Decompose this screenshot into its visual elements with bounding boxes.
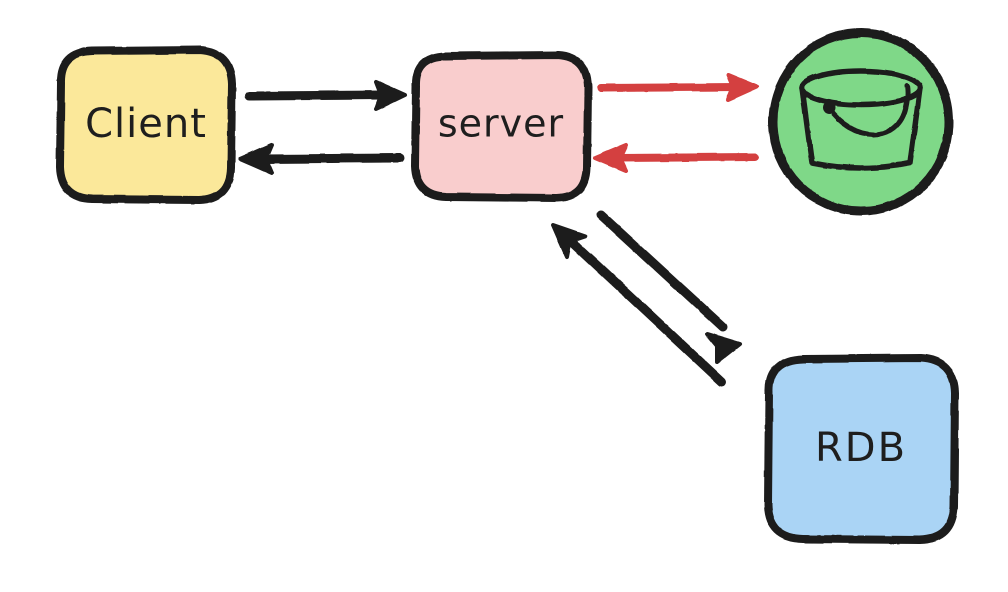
- node-server[interactable]: server: [411, 51, 592, 202]
- edge-client-to-server[interactable]: [244, 80, 407, 111]
- edge-line: [597, 83, 744, 92]
- edge-line: [596, 210, 728, 332]
- rdb-label: RDB: [815, 425, 907, 471]
- edge-server-to-client[interactable]: [238, 143, 405, 175]
- edge-rdb-to-server[interactable]: [551, 223, 727, 387]
- rdb-box-shape: [764, 354, 959, 544]
- arrowhead-right: [374, 80, 407, 111]
- arrowhead-left: [238, 143, 274, 175]
- arrowhead-down-right: [705, 332, 742, 364]
- server-box-shape: [411, 51, 592, 202]
- edge-server-to-bucket[interactable]: [597, 73, 759, 102]
- node-client[interactable]: Client: [56, 46, 236, 204]
- edge-line: [244, 90, 397, 101]
- server-label: server: [438, 102, 564, 146]
- node-rdb[interactable]: RDB: [764, 354, 959, 544]
- bucket-circle-shape: [768, 28, 954, 216]
- client-label: Client: [85, 101, 207, 147]
- bucket-icon: [799, 68, 923, 171]
- arrowhead-left: [593, 143, 628, 173]
- arrowhead-up-left: [551, 223, 587, 259]
- edge-line: [256, 153, 405, 164]
- edge-bucket-to-server[interactable]: [593, 143, 759, 173]
- arrowhead-right: [726, 73, 759, 102]
- client-box-shape: [56, 46, 236, 204]
- node-bucket[interactable]: [768, 28, 954, 216]
- edge-line: [568, 238, 727, 387]
- edge-server-to-rdb[interactable]: [596, 210, 742, 364]
- edge-line: [610, 153, 759, 162]
